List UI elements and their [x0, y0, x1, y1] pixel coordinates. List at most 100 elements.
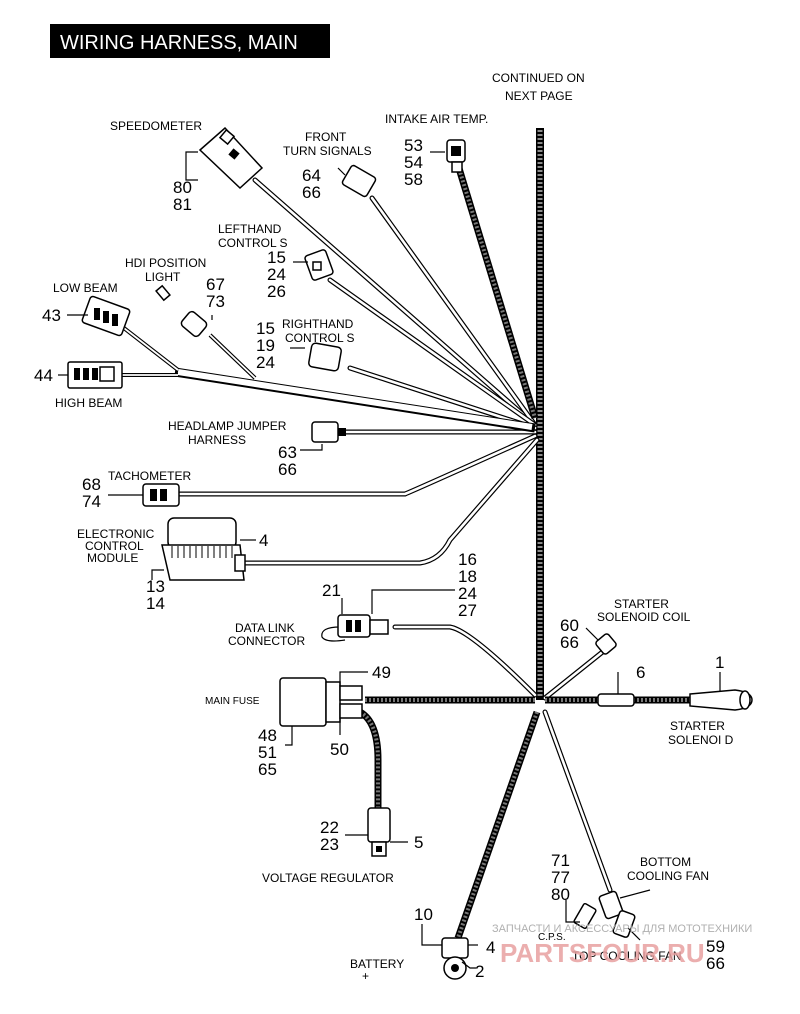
- battery-terminal: [441, 937, 469, 980]
- tachometer-connector: [142, 483, 180, 507]
- callout-fan-1: 59: [706, 937, 725, 956]
- callout-speedo-1: 80: [173, 178, 192, 197]
- callout-boot: 6: [636, 663, 645, 682]
- turn-signals-label-1: FRONT: [305, 130, 347, 144]
- battery-label-1: BATTERY: [350, 957, 404, 971]
- intake-air-temp-sensor: [446, 139, 466, 173]
- starter-solenoid-terminal: [597, 689, 753, 711]
- callout-speedo-2: 81: [173, 195, 192, 214]
- high-beam-connector: [67, 361, 123, 389]
- callout-intake-1: 53: [404, 136, 423, 155]
- watermark-brand: PARTSFOUR.RU: [500, 938, 705, 968]
- turn-signals-label-2: TURN SIGNALS: [283, 144, 372, 158]
- lefthand-label-2: CONTROL S: [218, 236, 288, 250]
- callout-solenoid: 1: [715, 653, 724, 672]
- callout-reg-right: 5: [414, 833, 423, 852]
- ecm-module: [161, 517, 246, 581]
- ecm-label-3: MODULE: [87, 551, 138, 565]
- cps-label: C.P.S.: [538, 932, 566, 943]
- callout-battery-2: 2: [475, 962, 484, 981]
- callout-hdi-2: 73: [206, 292, 225, 311]
- headlamp-jumper-connector: [311, 421, 346, 443]
- callout-headlamp-2: 66: [278, 460, 297, 479]
- speedometer-label: SPEEDOMETER: [110, 119, 202, 133]
- hdi-label-1: HDI POSITION: [125, 256, 206, 270]
- righthand-label-1: RIGHTHAND: [282, 317, 354, 331]
- main-fuse-label: MAIN FUSE: [205, 696, 260, 707]
- callout-turn-2: 66: [302, 183, 321, 202]
- righthand-label-2: CONTROL S: [285, 331, 355, 345]
- top-fan-label: TOP COOLING FAN: [572, 949, 682, 963]
- starter-solenoid-label-2: SOLENOI D: [668, 733, 734, 747]
- page-title: WIRING HARNESS, MAIN: [60, 32, 298, 54]
- callout-tach-2: 74: [82, 492, 101, 511]
- callout-reg-left-1: 22: [320, 818, 339, 837]
- low-beam-connector: [81, 295, 131, 337]
- callout-cps-3: 80: [551, 885, 570, 904]
- callout-battery-4: 4: [486, 938, 495, 957]
- title-bar: [50, 24, 330, 58]
- callout-high-beam: 44: [34, 366, 53, 385]
- watermark: ЗАПЧАСТИ И АКСЕССУАРЫ ДЛЯ МОТОТЕХНИКИ PA…: [492, 923, 752, 968]
- callout-left-3: 26: [267, 282, 286, 301]
- callout-intake-2: 54: [404, 153, 423, 172]
- callout-ecm-side: 4: [259, 531, 268, 550]
- callout-right-3: 24: [256, 353, 275, 372]
- cooling-fan-connectors: [598, 890, 636, 938]
- solenoid-coil-label-1: STARTER: [614, 597, 669, 611]
- callout-cps-2: 77: [551, 868, 570, 887]
- callout-battery-top: 10: [414, 905, 433, 924]
- callout-left-1: 15: [267, 248, 286, 267]
- callout-intake-3: 58: [404, 170, 423, 189]
- hdi-position-light: [155, 284, 208, 338]
- starter-solenoid-label-1: STARTER: [670, 719, 725, 733]
- callout-fuse-left-3: 65: [258, 760, 277, 779]
- main-fuse-block: [279, 677, 363, 727]
- data-link-connector: [321, 614, 389, 642]
- callout-hdi-1: 67: [206, 275, 225, 294]
- tachometer-label: TACHOMETER: [108, 469, 191, 483]
- callout-turn-1: 64: [302, 166, 321, 185]
- callout-right-1: 15: [256, 319, 275, 338]
- ecm-label-1: ELECTRONIC: [77, 527, 155, 541]
- callout-low-beam: 43: [42, 306, 61, 325]
- bottom-fan-label-2: COOLING FAN: [627, 869, 709, 883]
- speedometer-connector: [198, 126, 264, 190]
- ecm-label-2: CONTROL: [85, 539, 144, 553]
- righthand-controls-connector: [308, 342, 342, 372]
- callout-ecm-bottom-1: 13: [146, 577, 165, 596]
- hdi-label-2: LIGHT: [145, 270, 181, 284]
- callout-data-link: 21: [322, 581, 341, 600]
- battery-label-2: +: [362, 969, 369, 983]
- callout-cps-1: 71: [551, 851, 570, 870]
- leader-lines: [58, 151, 721, 969]
- callout-coil-2: 66: [560, 633, 579, 652]
- callout-fuse-left-2: 51: [258, 743, 277, 762]
- data-link-label-1: DATA LINK: [235, 621, 295, 635]
- callout-headlamp-1: 63: [278, 443, 297, 462]
- callout-coil-1: 60: [560, 616, 579, 635]
- solenoid-coil-label-2: SOLENOID COIL: [597, 610, 691, 624]
- headlamp-label-2: HARNESS: [188, 433, 246, 447]
- callout-left-2: 24: [267, 265, 286, 284]
- headlamp-label-1: HEADLAMP JUMPER: [168, 419, 287, 433]
- sheathed-branches: [118, 163, 700, 940]
- callout-ecm-bottom-2: 14: [146, 594, 165, 613]
- callout-fuse-left-1: 48: [258, 726, 277, 745]
- data-link-label-2: CONNECTOR: [228, 634, 305, 648]
- callout-ecm-wire-3: 24: [458, 584, 477, 603]
- callout-fuse-top: 49: [372, 663, 391, 682]
- starter-solenoid-coil-connector: [595, 633, 617, 655]
- callout-ecm-wire-1: 16: [458, 550, 477, 569]
- voltage-regulator-label: VOLTAGE REGULATOR: [262, 871, 394, 885]
- branch-wires: [177, 177, 613, 893]
- voltage-regulator-connector: [367, 807, 391, 857]
- watermark-text: ЗАПЧАСТИ И АКСЕССУАРЫ ДЛЯ МОТОТЕХНИКИ: [492, 923, 752, 935]
- callout-reg-left-2: 23: [320, 835, 339, 854]
- callout-fan-2: 66: [706, 954, 725, 973]
- component-labels: CONTINUED ON NEXT PAGE INTAKE AIR TEMP. …: [53, 71, 734, 983]
- intake-air-temp-label: INTAKE AIR TEMP.: [385, 112, 488, 126]
- low-beam-label: LOW BEAM: [53, 281, 118, 295]
